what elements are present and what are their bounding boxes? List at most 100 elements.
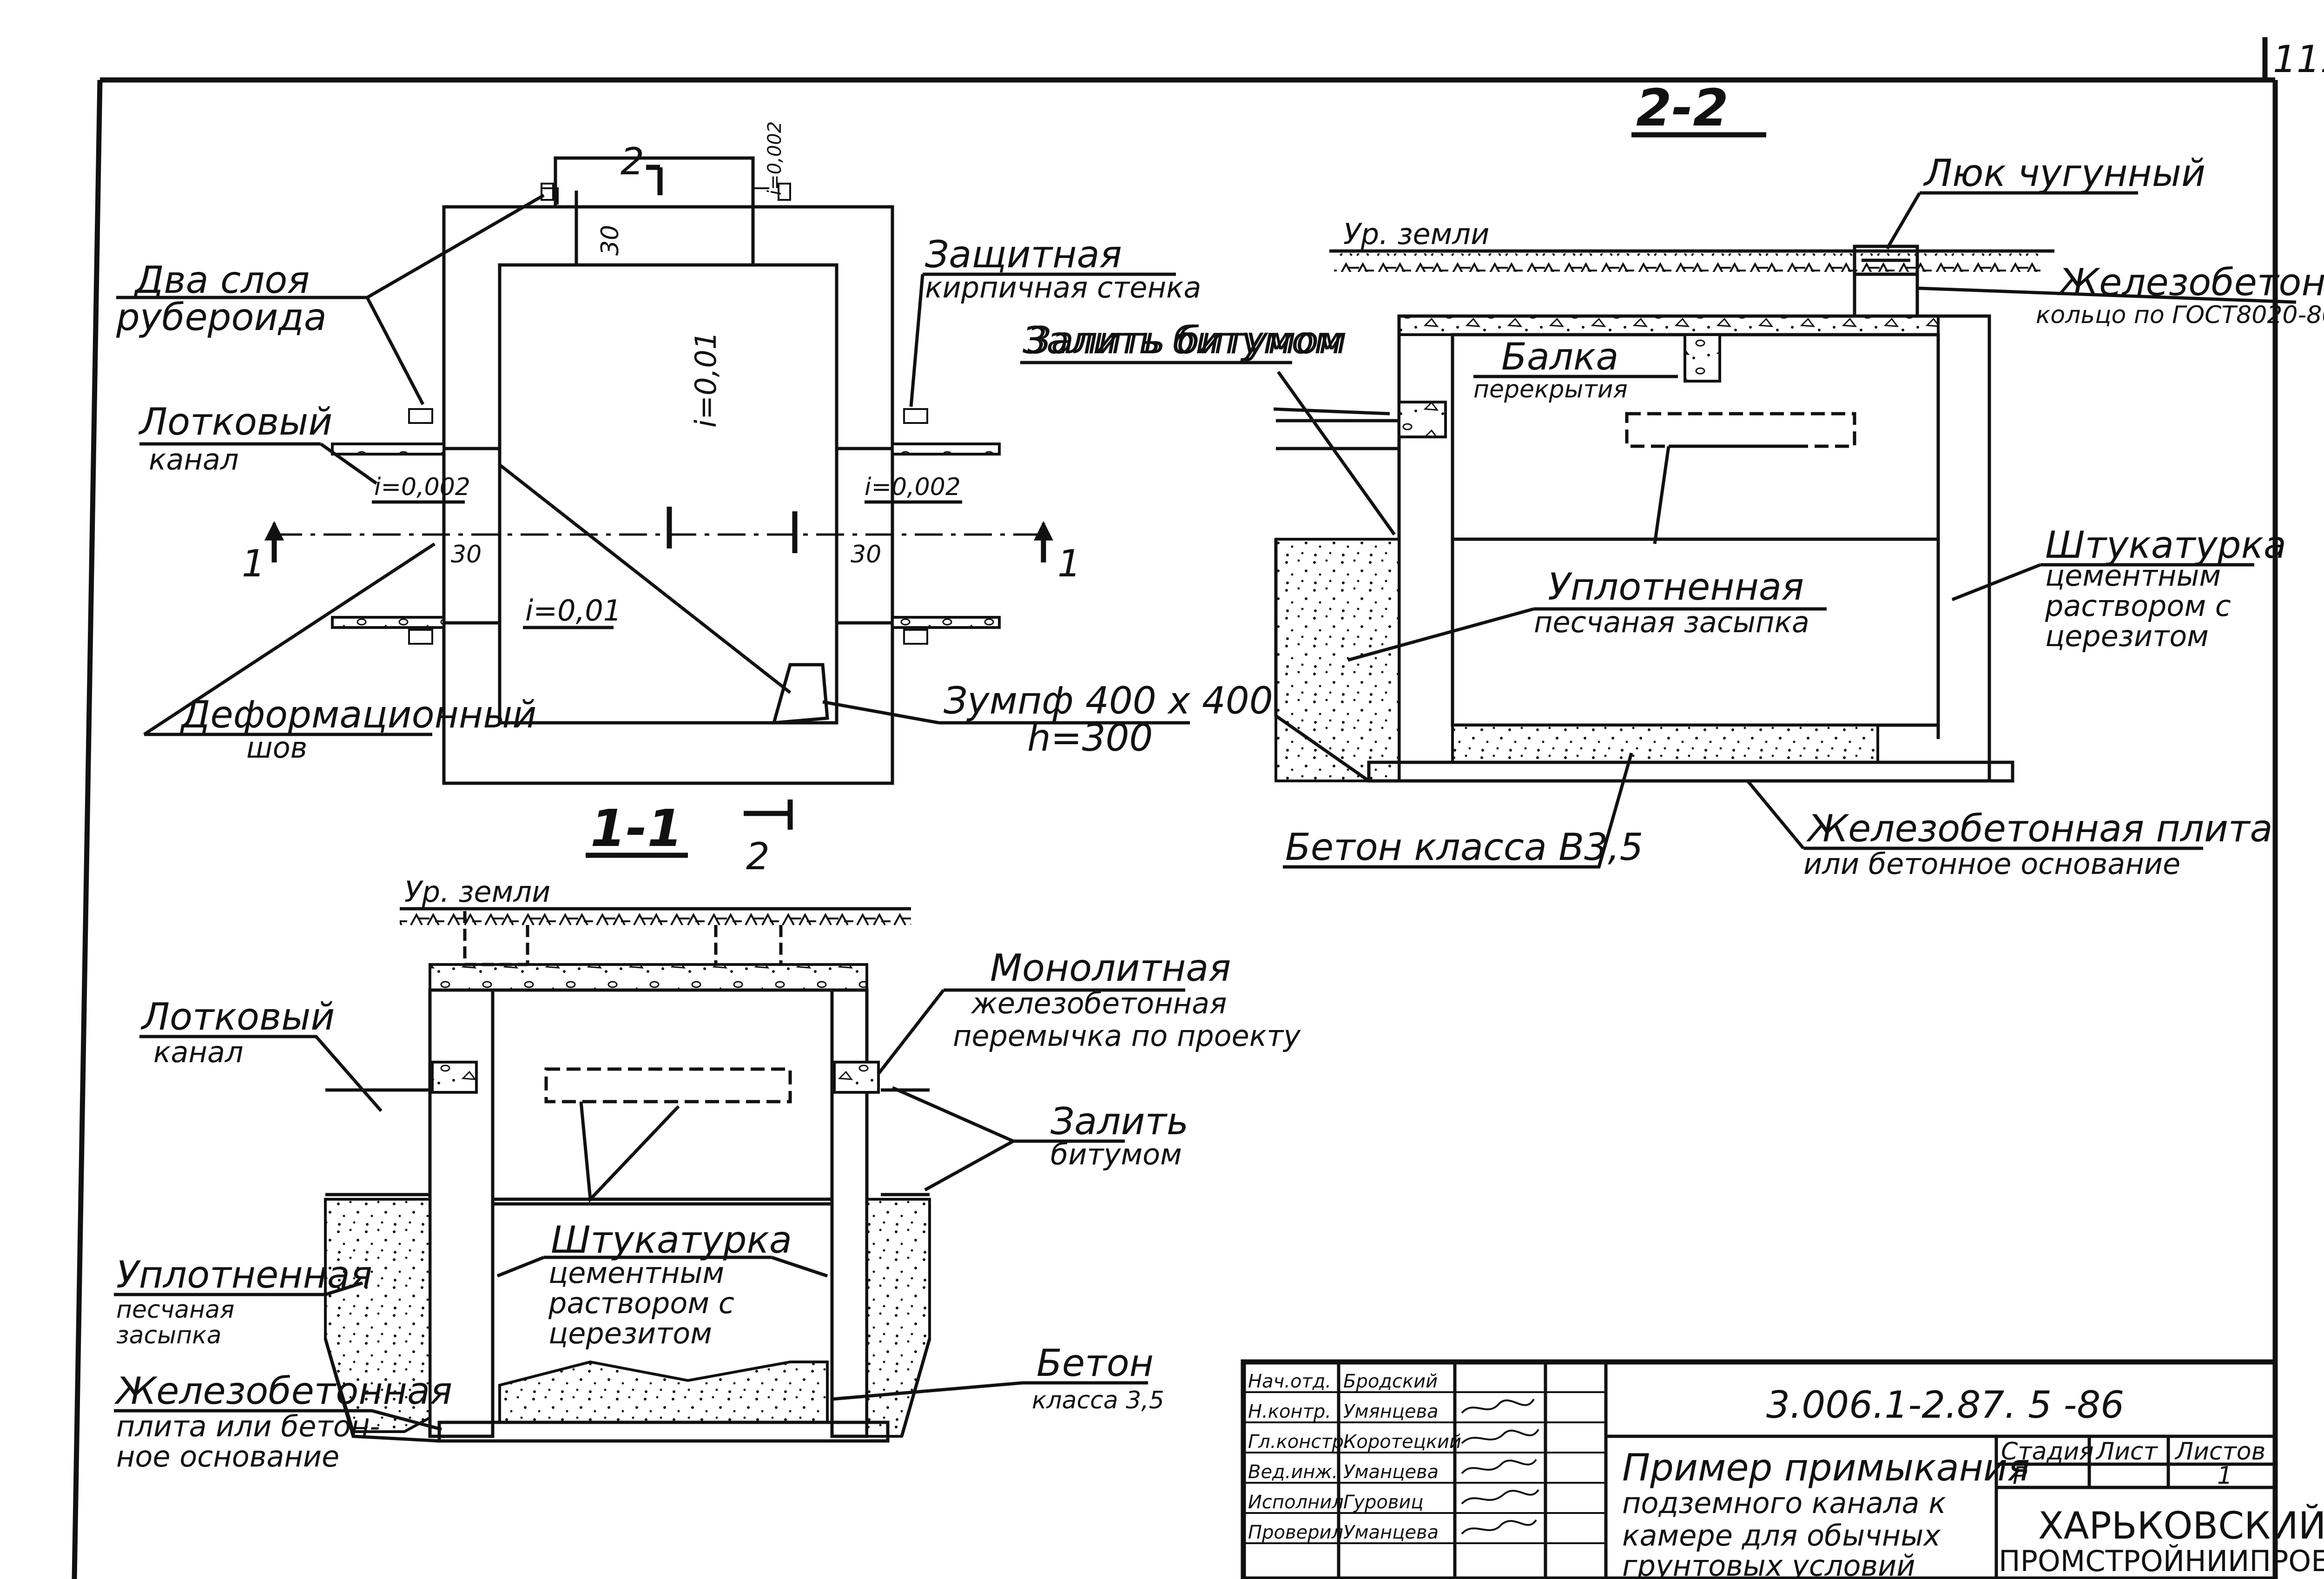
label-plaster-11-4: церезитом — [548, 1316, 712, 1350]
section-mark-bottom: 2 — [746, 835, 770, 878]
label-sand-fill-11-2: песчаная — [116, 1296, 234, 1324]
label-concrete-11-2: класса 3,5 — [1032, 1387, 1164, 1414]
dim-right: 30 — [851, 541, 881, 568]
section-mark-top: 2 — [621, 140, 644, 183]
label-ground-level-22: Ур. земли — [1343, 217, 1489, 251]
label-tray-channel-1: Лотковый — [138, 400, 332, 443]
label-sand-fill-11-3: засыпка — [116, 1321, 221, 1349]
label-protective-wall-1: Защитная — [925, 233, 1122, 276]
label-plaster-22-1: Штукатурка — [2045, 523, 2286, 567]
base-slab-22 — [1367, 760, 2014, 783]
label-plaster-11-3: раствором с — [548, 1286, 734, 1320]
concrete-bed-11 — [498, 1360, 829, 1424]
rc-ring — [1853, 272, 1919, 318]
signatures — [1461, 1398, 1539, 1535]
label-ground-level-11: Ур. земли — [404, 875, 550, 909]
chamber-inner-wall — [498, 263, 838, 725]
label-plaster-11-2: цементным — [548, 1256, 724, 1290]
floor-diagonal — [498, 463, 792, 694]
label-two-layers-2: рубероида — [116, 296, 327, 339]
tb-row-5-name: Гуровиц — [1343, 1492, 1424, 1513]
dim-top: 30 — [596, 225, 624, 256]
tb-row-6-name: Уманцева — [1343, 1522, 1439, 1543]
label-plaster-22-3: раствором с — [2045, 589, 2231, 623]
top-slab-11 — [429, 963, 868, 991]
label-plaster-22-4: церезитом — [2045, 619, 2209, 653]
page-number: 111 — [2273, 38, 2324, 81]
title-line-2: подземного канала к — [1622, 1486, 1946, 1520]
label-monolithic-2: железобетонная — [971, 986, 1227, 1020]
label-sand-fill-22-1: Уплотненная — [1548, 565, 1804, 608]
tb-row-1-name: Бродский — [1343, 1371, 1438, 1392]
concrete-bed-22 — [1451, 724, 1879, 764]
stage-header: Стадия — [2001, 1438, 2094, 1466]
section-mark-right: 1 — [1057, 542, 1081, 585]
label-two-layers-1: Два слоя — [133, 258, 310, 302]
chamber-outer-wall — [442, 205, 894, 785]
label-fill-bitumen-11-1: Залить — [1050, 1100, 1188, 1143]
label-fill-bitumen-22: Залить битумом — [1023, 319, 1342, 362]
tb-row-3-role: Гл.констр. — [1248, 1431, 1350, 1453]
slope-vertical: i=0,01 — [689, 331, 723, 428]
plan-view: 1 1 2 2 1-1 i=0,002 i=0,002 i=0,01 i=0,0… — [116, 121, 1347, 878]
label-slab-22-2: или бетонное основание — [1803, 847, 2180, 881]
sand-fill-right-11 — [865, 1198, 931, 1438]
label-concrete-class-22: Бетон класса В3,5 — [1285, 826, 1643, 869]
label-fill-bitumen-plan: Залить битумом — [1027, 319, 1347, 362]
tb-row-3-name: Коротецкий — [1343, 1431, 1461, 1453]
dim-left: 30 — [451, 541, 482, 568]
label-beam-1: Балка — [1501, 335, 1618, 378]
label-monolithic-1: Монолитная — [990, 946, 1231, 990]
label-tray-channel-11-1: Лотковый — [140, 995, 335, 1038]
label-fill-bitumen-11-2: битумом — [1050, 1137, 1182, 1171]
slope-top: i=0,002 — [764, 121, 786, 195]
sheets-value: 1 — [2217, 1462, 2232, 1490]
label-sand-fill-22-2: песчаная засыпка — [1534, 605, 1809, 639]
tb-row-6-role: Проверил — [1248, 1522, 1343, 1543]
tb-row-5-role: Исполнил — [1248, 1492, 1344, 1513]
sump — [772, 663, 829, 725]
label-sand-fill-11-1: Уплотненная — [116, 1253, 372, 1296]
label-concrete-11-1: Бетон — [1037, 1341, 1154, 1385]
label-deformation-joint-1: Деформационный — [180, 693, 536, 736]
label-cast-hatch: Люк чугунный — [1923, 152, 2205, 195]
label-slab-22-1: Железобетонная плита — [1806, 807, 2273, 850]
section-1-1: Ур. земли Лотковый канал Монолитная — [114, 875, 1301, 1473]
tb-row-4-name: Уманцева — [1343, 1461, 1439, 1483]
tb-row-2-role: Н.контр. — [1248, 1401, 1331, 1422]
slope-floor: i=0,01 — [525, 594, 621, 628]
section-mark-left: 1 — [242, 542, 265, 585]
tb-row-1-role: Нач.отд. — [1248, 1371, 1331, 1392]
beam — [1684, 333, 1721, 383]
label-monolithic-3: перемычка по проекту — [953, 1019, 1301, 1053]
title-block: 3.006.1-2.87. 5 -86 Пример примыкания по… — [1241, 1359, 2324, 1579]
label-slab-11-3: ное основание — [116, 1440, 339, 1473]
label-deformation-joint-2: шов — [246, 731, 307, 765]
sheet-header: Лист — [2095, 1438, 2158, 1466]
tb-row-2-name: Умянцева — [1343, 1401, 1439, 1422]
label-tray-channel-2: канал — [149, 443, 239, 476]
label-plaster-11-1: Штукатурка — [551, 1218, 792, 1262]
organization-line-1: ХАРЬКОВСКИЙ — [2038, 1504, 2324, 1547]
slope-right: i=0,002 — [865, 473, 961, 501]
section-2-2: 2-2 Ур. земли Люк чугунный Железобетонно… — [1023, 78, 2324, 881]
title-line-1: Пример примыкания — [1622, 1446, 2030, 1489]
title-line-3: камере для обычных — [1622, 1519, 1941, 1553]
sheets-header: Листов — [2174, 1438, 2265, 1466]
section-title-2-2: 2-2 — [1636, 78, 1729, 138]
slope-left: i=0,002 — [374, 473, 470, 501]
label-tray-channel-11-2: канал — [153, 1035, 244, 1069]
base-slab-11 — [437, 1420, 890, 1443]
section-title-1-1: 1-1 — [590, 799, 683, 858]
tb-row-4-role: Вед.инж. — [1248, 1461, 1338, 1483]
organization-line-2: ПРОМСТРОЙНИИПРОЕКТ — [1999, 1544, 2324, 1578]
doc-code: 3.006.1-2.87. 5 -86 — [1766, 1383, 2124, 1427]
label-beam-2: перекрытия — [1473, 376, 1628, 403]
drawing-frame: 1 1 1 — [72, 37, 2324, 1579]
label-sump-1: Зумпф 400 х 400 — [944, 679, 1273, 722]
title-block-frame — [1241, 1359, 2278, 1579]
label-slab-11-2: плита или бетон- — [116, 1409, 380, 1443]
stage-value: Р — [2013, 1462, 2027, 1490]
label-slab-11-1: Железобетонная — [114, 1369, 452, 1413]
